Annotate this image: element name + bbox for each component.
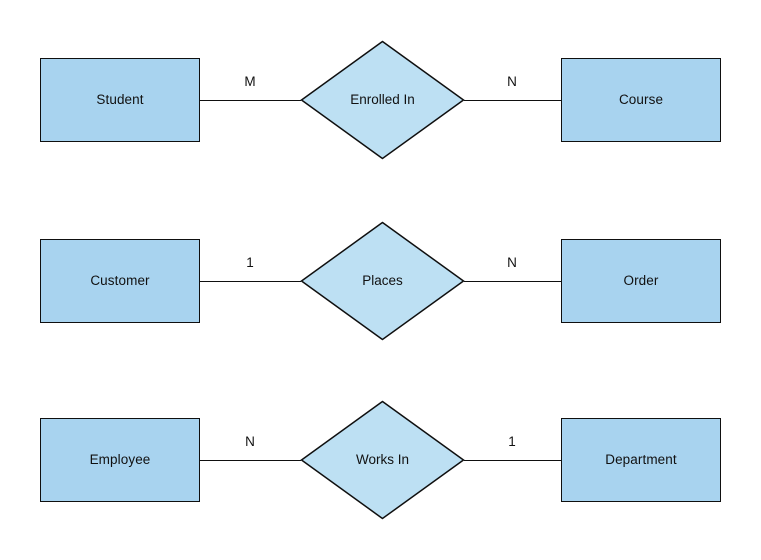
connector-line-right [464,280,562,282]
relationship-diamond-works-in[interactable]: Works In [300,400,465,520]
entity-box-course[interactable]: Course [561,58,721,142]
cardinality-label-right: N [507,255,517,270]
relationship-row: Employee N Works In 1 Department [0,390,761,530]
cardinality-label-right: 1 [508,434,516,449]
cardinality-label-left: M [244,74,256,89]
entity-box-order[interactable]: Order [561,239,721,323]
entity-label: Student [96,92,144,108]
relationship-label: Works In [355,452,409,468]
entity-box-customer[interactable]: Customer [40,239,200,323]
relationship-row: Student M Enrolled In N Course [0,30,761,170]
relationship-label: Places [362,273,403,289]
entity-label: Employee [89,452,151,468]
connector-line-right [464,459,562,461]
connector-line-left [200,280,301,282]
relationship-diamond-enrolled-in[interactable]: Enrolled In [300,40,465,160]
entity-box-student[interactable]: Student [40,58,200,142]
entity-label: Customer [90,273,150,289]
entity-label: Course [618,92,664,108]
diamond-shape-icon [300,400,465,520]
entity-label: Department [605,452,677,468]
entity-label: Order [623,273,659,289]
entity-box-employee[interactable]: Employee [40,418,200,502]
relationship-label: Enrolled In [350,92,415,108]
connector-line-left [200,459,301,461]
relationship-row: Customer 1 Places N Order [0,211,761,351]
connector-line-right [464,99,562,101]
cardinality-label-left: 1 [246,255,254,270]
relationship-diamond-places[interactable]: Places [300,221,465,341]
entity-box-department[interactable]: Department [561,418,721,502]
cardinality-label-left: N [245,434,255,449]
cardinality-label-right: N [507,74,517,89]
diamond-shape-icon [300,40,465,160]
diamond-shape-icon [300,221,465,341]
connector-line-left [200,99,301,101]
